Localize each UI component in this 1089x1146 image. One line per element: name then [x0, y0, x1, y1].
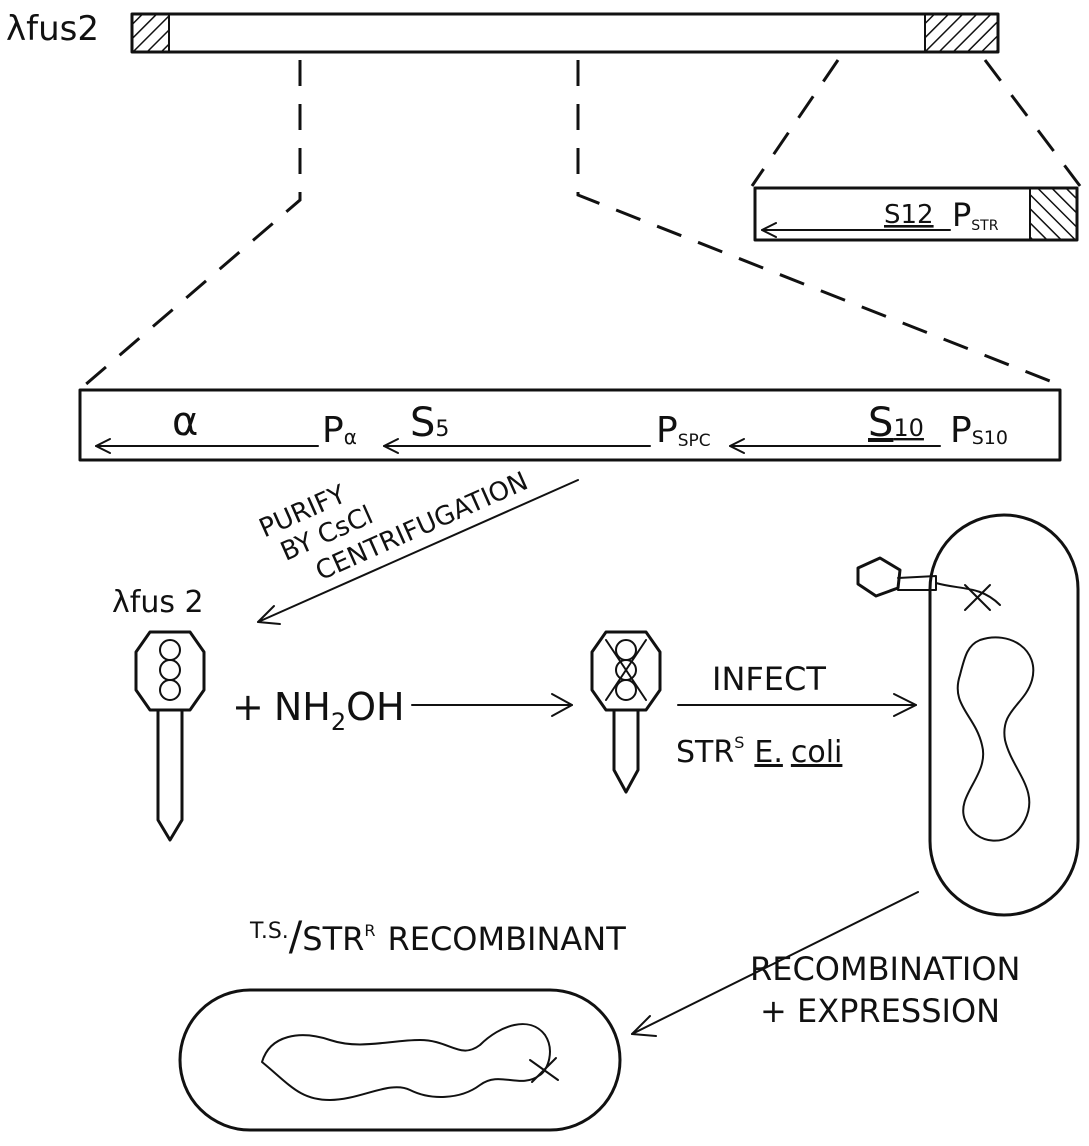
alpha-gene-label: α [172, 399, 198, 445]
phage-tail-mutated-icon [614, 710, 638, 792]
str-region-inset: S12 PSTR [755, 188, 1077, 240]
recombination-step: RECOMBINATION + EXPRESSION [632, 892, 1020, 1036]
inset-line-left [752, 60, 838, 186]
p-alpha-label: Pα [322, 410, 357, 451]
mutation-mark-icon [965, 585, 990, 610]
mutagen-label: +NH2OH [232, 685, 405, 736]
ps10-label: PS10 [950, 410, 1008, 451]
s10-label: S10 [868, 400, 924, 446]
right-hatch [925, 15, 997, 51]
expansion-line-left [85, 60, 300, 385]
pspc-label: PSPC [656, 410, 711, 451]
left-hatch [133, 15, 169, 51]
phage-label: λfus 2 [112, 585, 204, 620]
infect-label: INFECT [712, 660, 826, 698]
bacterial-chromosome [958, 637, 1034, 840]
recombinant-mutation-mark-icon [530, 1058, 558, 1082]
infected-cell [858, 515, 1078, 915]
injecting-phage-icon [858, 558, 900, 596]
operon-map: α Pα S5 PSPC S10 PS10 [80, 390, 1060, 460]
lambda-fus2-vector: λfus2 [6, 9, 998, 52]
vector-label: λfus2 [6, 9, 99, 49]
recombinant-chromosome [262, 1024, 550, 1100]
injected-dna [936, 583, 1000, 605]
phage-tail-icon [158, 710, 182, 840]
s5-label: S5 [410, 400, 449, 446]
recombinant-cell [180, 990, 620, 1130]
damage-mark-icon [606, 640, 646, 700]
phage-head-icon [136, 632, 204, 710]
vector-bar [132, 14, 998, 52]
recombination-line1: RECOMBINATION [750, 950, 1020, 988]
phage-mutagenized [592, 632, 660, 792]
phage-lambda-fus2: λfus 2 [112, 585, 204, 840]
s12-label: S12 [884, 200, 934, 230]
pstr-label: PSTR [952, 196, 999, 234]
recombination-line2: + EXPRESSION [760, 992, 1000, 1030]
inset-hatch [1030, 189, 1076, 239]
inset-line-right [985, 60, 1080, 186]
cell-outline [930, 515, 1078, 915]
